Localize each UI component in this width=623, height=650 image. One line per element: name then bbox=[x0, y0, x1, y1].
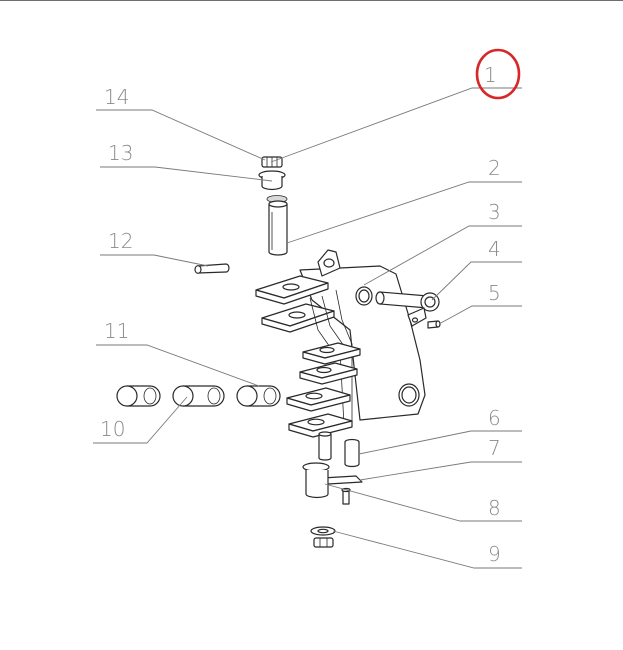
callout-8: 8 bbox=[488, 496, 501, 520]
highlight-circle bbox=[475, 48, 521, 100]
part-5-pin bbox=[427, 320, 441, 329]
leader-lines bbox=[93, 87, 522, 569]
part-lower-pin-stub bbox=[318, 431, 332, 461]
callout-7: 7 bbox=[488, 436, 501, 460]
callout-14: 14 bbox=[104, 85, 129, 109]
callout-10: 10 bbox=[100, 417, 125, 441]
part-12-small-pin bbox=[194, 263, 230, 274]
callout-1: 1 bbox=[484, 63, 497, 87]
callout-3: 3 bbox=[488, 200, 501, 224]
callout-6: 6 bbox=[488, 406, 501, 430]
part-13-bushing bbox=[258, 170, 286, 191]
callout-11: 11 bbox=[104, 319, 129, 343]
part-9-nut bbox=[310, 526, 336, 548]
callout-2: 2 bbox=[488, 156, 501, 180]
callout-5: 5 bbox=[488, 281, 501, 305]
part-10-sleeve-b bbox=[116, 385, 161, 407]
part-3-main-bracket bbox=[255, 249, 426, 438]
callout-13: 13 bbox=[108, 141, 133, 165]
top-border-line bbox=[0, 0, 623, 1]
part-11-sleeve bbox=[236, 385, 281, 407]
part-10-sleeve-a bbox=[172, 385, 225, 407]
callout-9: 9 bbox=[488, 542, 501, 566]
callout-12: 12 bbox=[108, 229, 133, 253]
part-2-upper-pin bbox=[266, 195, 288, 256]
part-lower-pin bbox=[302, 462, 330, 499]
callout-4: 4 bbox=[488, 237, 501, 261]
part-6-bushing bbox=[344, 438, 360, 468]
part-4-side-shaft bbox=[375, 291, 440, 327]
